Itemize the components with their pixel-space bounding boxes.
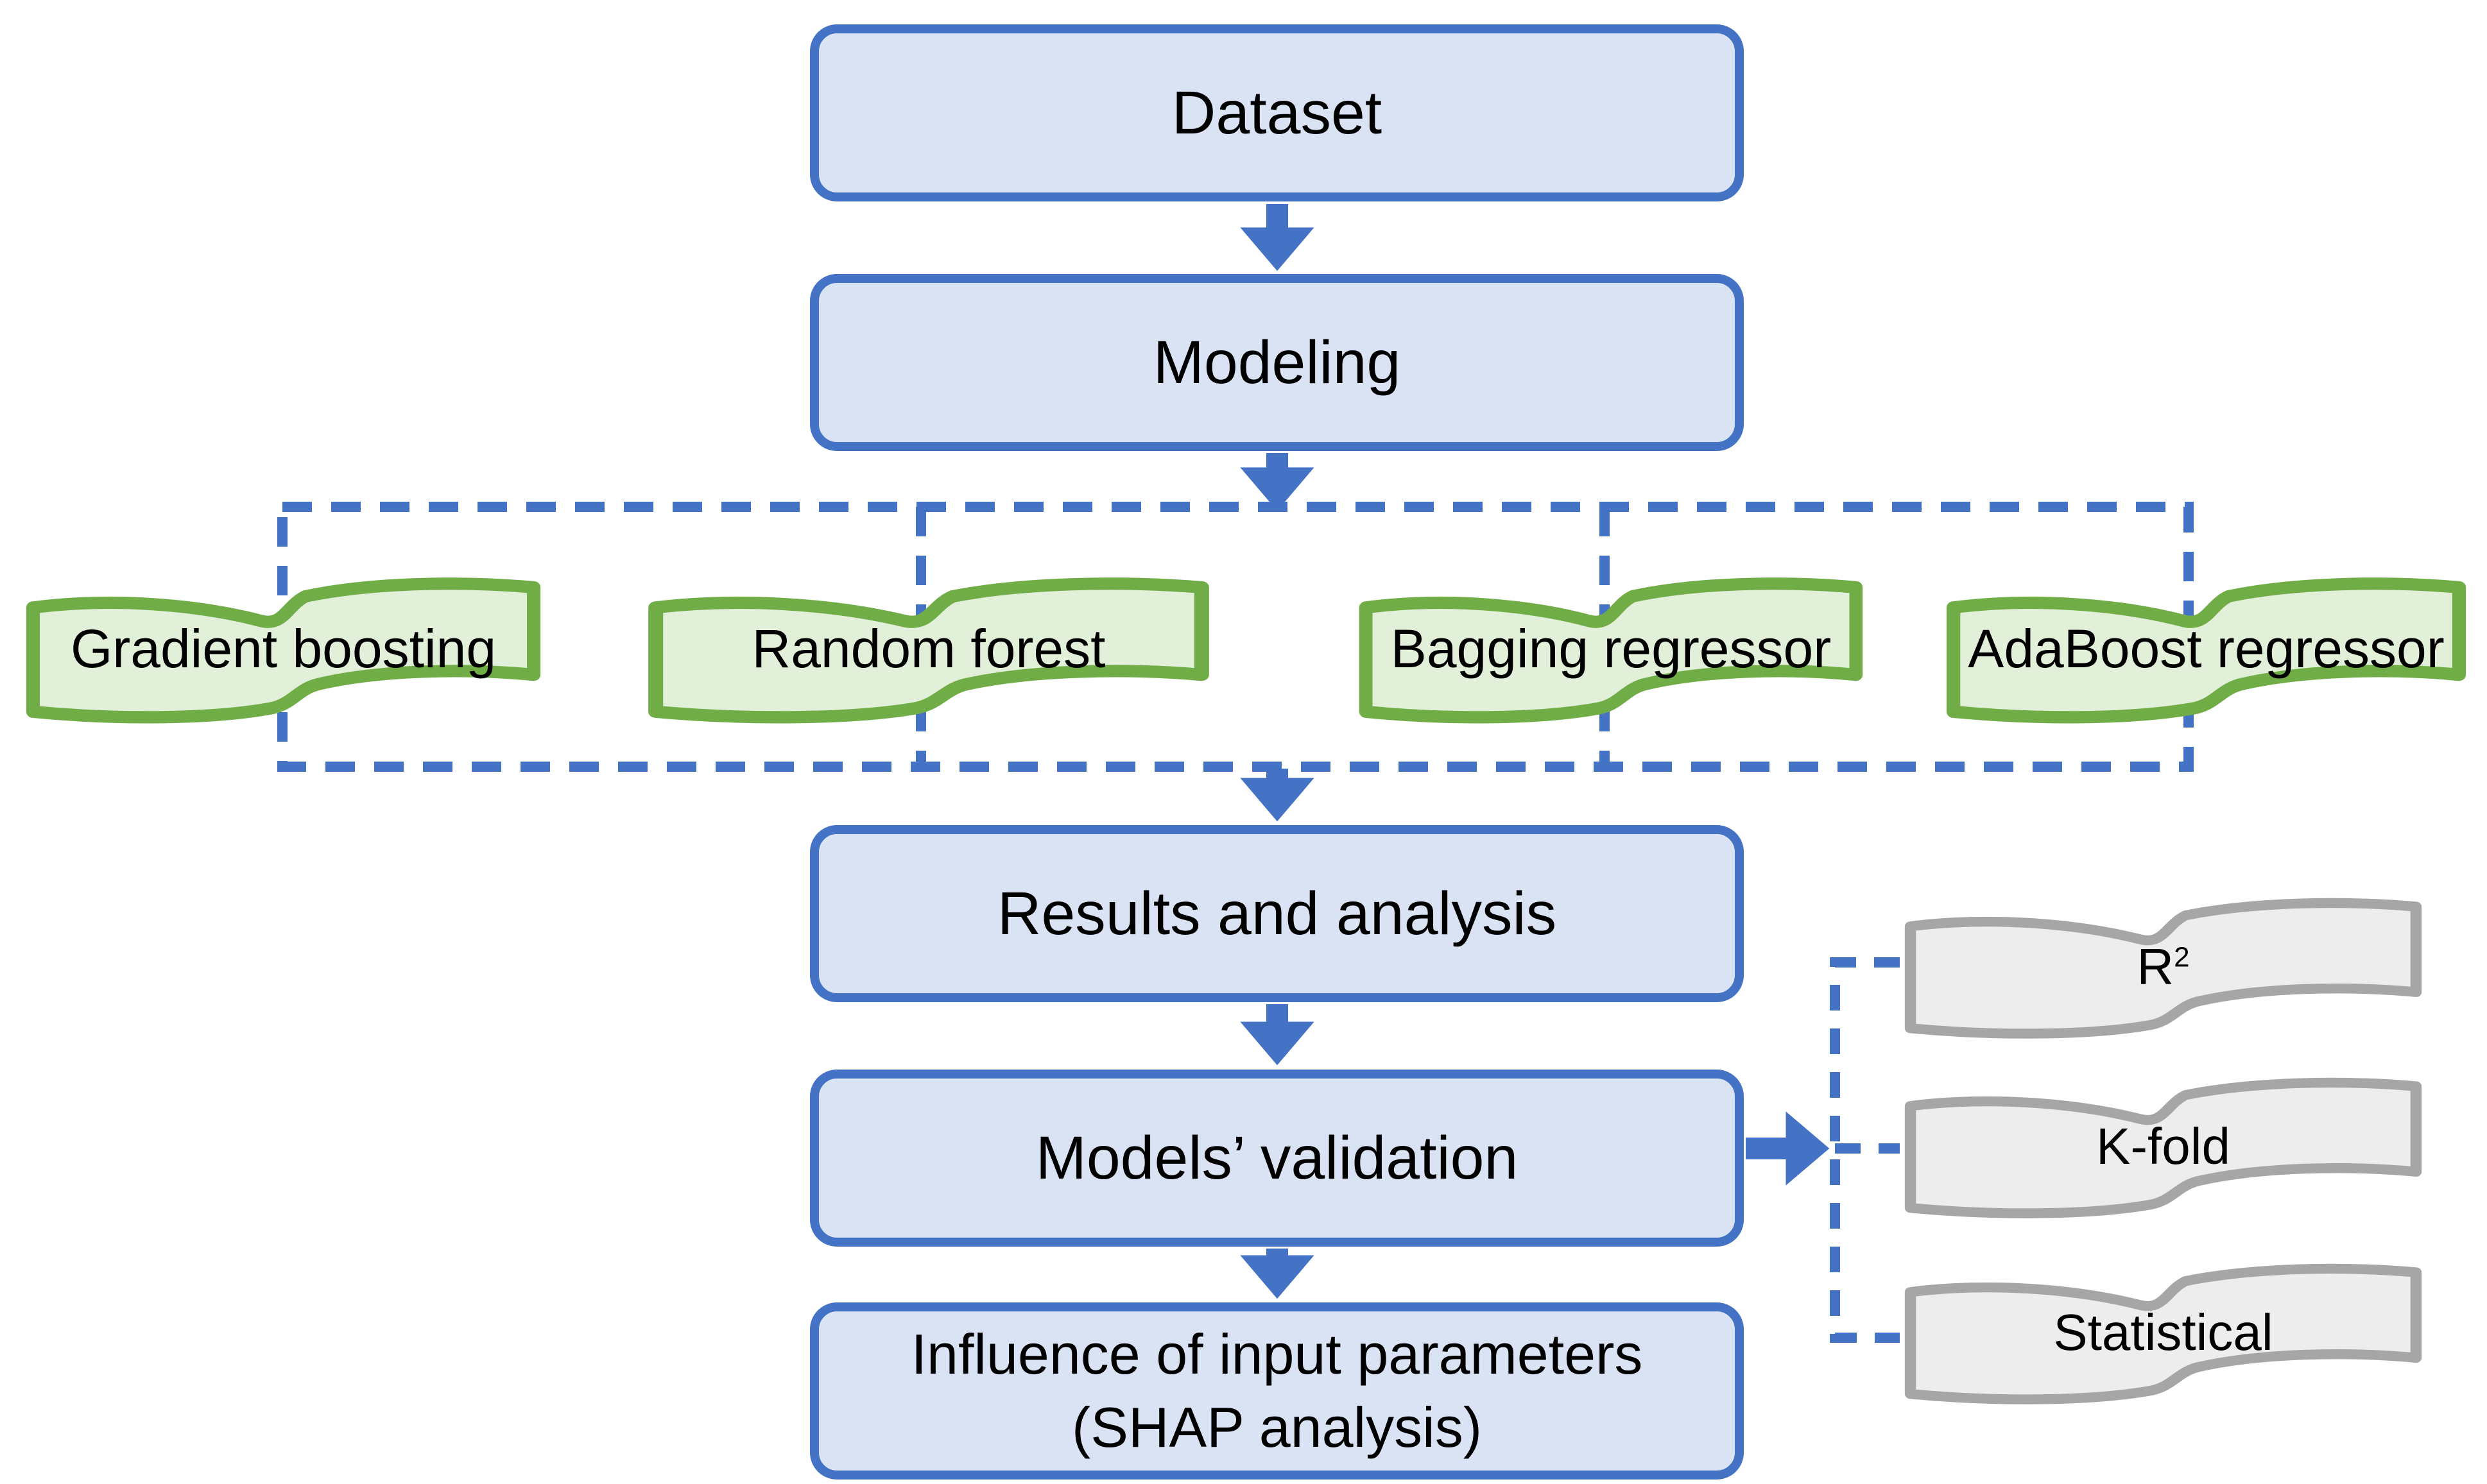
method-chip-label: Statistical: [2053, 1304, 2273, 1361]
model-chip-random-forest: Random forest: [646, 576, 1211, 724]
method-chip-label: R2: [2137, 937, 2189, 996]
wave-shape: [1946, 577, 2466, 724]
wave-shape: [1904, 898, 2422, 1039]
flow-box-label: Results and analysis: [997, 879, 1557, 948]
flow-box-modeling: Modeling: [810, 274, 1744, 451]
model-chip-label: AdaBoost regressor: [1968, 618, 2445, 679]
wave-shape: [648, 577, 1209, 724]
flow-box-label: Models’ validation: [1035, 1123, 1519, 1192]
wave-shape: [1904, 1263, 2422, 1404]
method-chip-label: K-fold: [2096, 1118, 2230, 1175]
wave-shape: [1359, 577, 1863, 724]
method-chip-k-fold: K-fold: [1902, 1075, 2425, 1218]
model-chip-label: Random forest: [752, 618, 1106, 679]
method-label-base: R: [2137, 938, 2174, 995]
models-dashed-group-border: [277, 502, 2194, 772]
flow-box-label: Modeling: [1153, 328, 1401, 397]
method-chip-statistical: Statistical: [1902, 1261, 2425, 1404]
flow-box-results: Results and analysis: [810, 825, 1744, 1002]
model-chip-gradient-boosting: Gradient boosting: [24, 576, 542, 724]
flow-box-label-line1: Influence of input parameters: [911, 1322, 1643, 1386]
flow-box-dataset: Dataset: [810, 24, 1744, 201]
wave-shape: [1904, 1077, 2422, 1218]
flow-box-label-line2: (SHAP analysis): [1071, 1395, 1483, 1459]
flow-box-influence: Influence of input parameters (SHAP anal…: [810, 1302, 1744, 1480]
flow-box-validation: Models’ validation: [810, 1070, 1744, 1247]
flow-box-label: Dataset: [1171, 78, 1382, 147]
wave-shape: [26, 577, 541, 724]
model-chip-label: Bagging regressor: [1390, 618, 1832, 679]
method-label-superscript: 2: [2174, 941, 2190, 973]
validation-methods-dashed-connector: [1830, 957, 1900, 1343]
model-chip-label: Gradient boosting: [70, 618, 497, 679]
method-chip-r-squared: R2: [1902, 896, 2425, 1039]
model-chip-bagging-regressor: Bagging regressor: [1357, 576, 1864, 724]
model-chip-adaboost-regressor: AdaBoost regressor: [1945, 576, 2468, 724]
